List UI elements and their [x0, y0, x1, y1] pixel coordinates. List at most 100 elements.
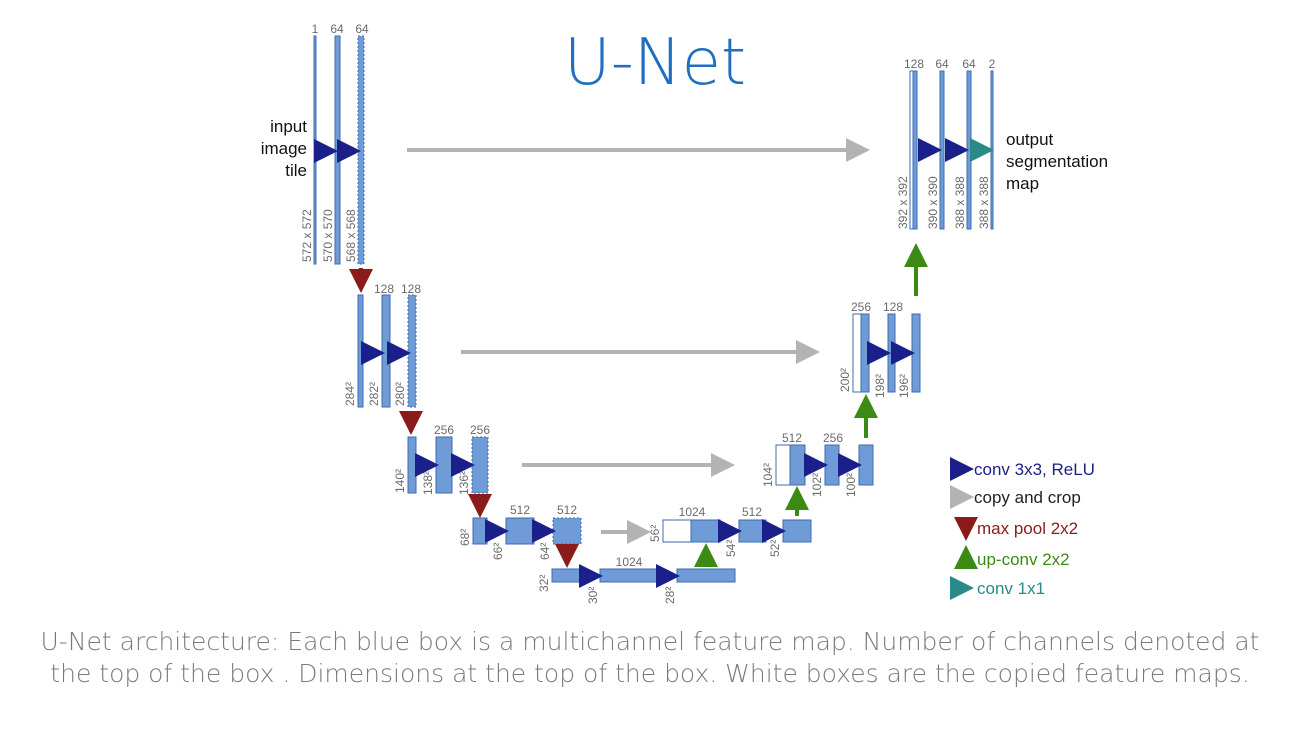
level4-left: 512 512 68² 66² 64² [458, 503, 582, 560]
input-label-line: tile [285, 161, 307, 180]
channel-label: 256 [851, 300, 871, 314]
feature-map-box [887, 313, 896, 393]
channel-label: 256 [434, 423, 454, 437]
input-label: input image tile [261, 117, 308, 180]
channel-label: 128 [374, 282, 394, 296]
channel-label: 256 [470, 423, 490, 437]
feature-map-box [966, 70, 972, 230]
feature-map-box [313, 35, 317, 265]
feature-map-box [858, 444, 874, 486]
input-label-line: input [270, 117, 307, 136]
dim-label: 54² [724, 540, 738, 557]
dim-label: 196² [897, 374, 911, 398]
dim-label: 30² [586, 587, 600, 604]
dim-label: 200² [838, 368, 852, 392]
level2-right: 256 128 200² 198² 196² [838, 300, 921, 398]
output-label-line: segmentation [1006, 152, 1108, 171]
feature-map-box [824, 444, 840, 486]
channel-label: 128 [883, 300, 903, 314]
dim-label: 282² [367, 382, 381, 406]
copied-feature-map-box [775, 444, 791, 486]
dim-label: 198² [873, 374, 887, 398]
dim-label: 56² [648, 525, 662, 542]
dim-label: 570 x 570 [321, 209, 335, 262]
feature-map-box [381, 294, 391, 408]
feature-map-box [505, 517, 535, 545]
output-label-line: map [1006, 174, 1039, 193]
legend-conv-label: conv 3x3, ReLU [974, 460, 1095, 479]
feature-map-box [911, 313, 921, 393]
legend-upconv-label: up-conv 2x2 [977, 550, 1070, 569]
output-label-line: output [1006, 130, 1054, 149]
feature-map-box [407, 294, 417, 408]
channel-label: 1 [312, 22, 319, 36]
channel-label: 64 [330, 22, 344, 36]
figure-caption: U-Net architecture: Each blue box is a m… [40, 627, 1260, 688]
level1-left: 1 64 64 572 x 572 570 x 570 568 x 568 [300, 22, 369, 265]
channel-label: 512 [742, 505, 762, 519]
legend: conv 3x3, ReLU copy and crop max pool 2x… [950, 457, 1095, 600]
dim-label: 104² [761, 463, 775, 487]
channel-label: 128 [904, 57, 924, 71]
feature-map-box [551, 568, 581, 583]
dim-label: 100² [844, 473, 858, 497]
channel-label: 512 [510, 503, 530, 517]
level5-bottom: 1024 32² 30² 28² [537, 555, 736, 604]
feature-map-box [357, 35, 365, 265]
level2-left: 128 128 284² 282² 280² [343, 282, 421, 408]
feature-map-box [990, 70, 994, 230]
feature-map-box [357, 294, 364, 408]
channel-label: 128 [401, 282, 421, 296]
feature-map-box [738, 519, 767, 543]
legend-pool-label: max pool 2x2 [977, 519, 1078, 538]
dim-label: 284² [343, 382, 357, 406]
legend-copy-label: copy and crop [974, 488, 1081, 507]
dim-label: 392 x 392 [896, 176, 910, 229]
diagram-title: U-Net [564, 26, 746, 100]
dim-label: 136² [457, 471, 471, 495]
dim-label: 388 x 388 [953, 176, 967, 229]
feature-map-box [599, 568, 659, 583]
legend-conv1x1-label: conv 1x1 [977, 579, 1045, 598]
feature-map-box [789, 444, 806, 486]
feature-map-box [407, 436, 417, 494]
feature-map-box [939, 70, 945, 230]
dim-label: 388 x 388 [977, 176, 991, 229]
channel-label: 512 [557, 503, 577, 517]
dim-label: 52² [768, 540, 782, 557]
dim-label: 390 x 390 [926, 176, 940, 229]
dim-label: 64² [538, 543, 552, 560]
input-label-line: image [261, 139, 307, 158]
dim-label: 68² [458, 529, 472, 546]
dim-label: 280² [393, 382, 407, 406]
feature-map-box [334, 35, 341, 265]
channel-label: 64 [962, 57, 976, 71]
level1-right: 128 64 64 2 392 x 392 390 x 390 388 x 38… [896, 57, 996, 230]
feature-map-box [472, 517, 488, 545]
dim-label: 140² [393, 469, 407, 493]
feature-map-box [552, 517, 582, 545]
dim-label: 28² [663, 587, 677, 604]
channel-label: 64 [355, 22, 369, 36]
dim-label: 568 x 568 [344, 209, 358, 262]
feature-map-box [471, 436, 489, 494]
feature-map-box [690, 519, 721, 543]
feature-map-box [782, 519, 812, 543]
feature-map-box [860, 313, 870, 393]
channel-label: 512 [782, 431, 802, 445]
channel-label: 2 [989, 57, 996, 71]
dim-label: 572 x 572 [300, 209, 314, 262]
level4-right: 1024 512 56² 54² 52² [648, 505, 812, 557]
level3-left: 256 256 140² 138² 136² [393, 423, 490, 495]
feature-map-box [676, 568, 736, 583]
copied-feature-map-box [662, 519, 692, 543]
channel-label: 256 [823, 431, 843, 445]
dim-label: 138² [421, 471, 435, 495]
output-label: output segmentation map [1006, 130, 1108, 193]
channel-label: 1024 [679, 505, 706, 519]
dim-label: 66² [491, 543, 505, 560]
feature-map-box [912, 70, 918, 230]
dim-label: 102² [810, 473, 824, 497]
feature-map-box [435, 436, 453, 494]
